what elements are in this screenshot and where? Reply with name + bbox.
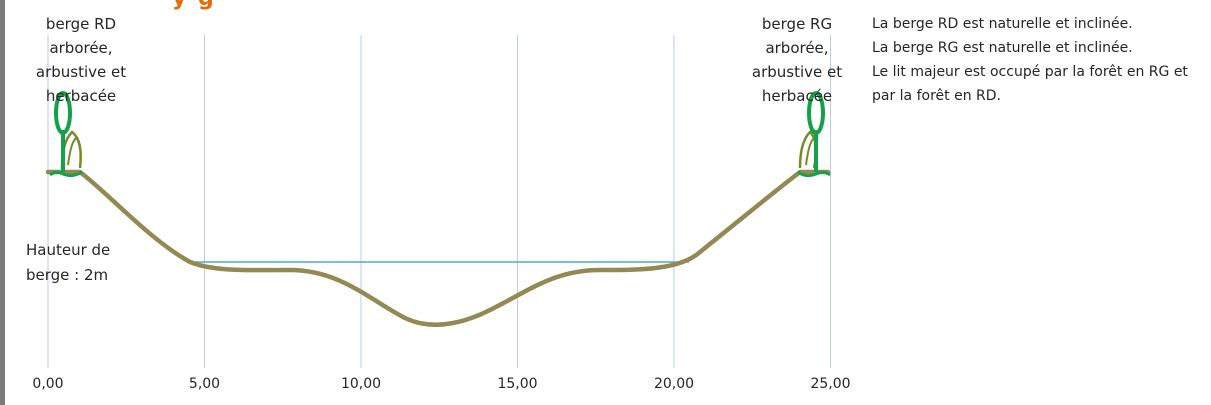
x-tick-label: 15,00 bbox=[497, 376, 537, 392]
grass-icon bbox=[797, 170, 831, 178]
x-tick-label: 25,00 bbox=[810, 376, 850, 392]
bank-rd-label: berge RD arborée, arbustive et herbacée bbox=[35, 15, 127, 105]
description-line: Le lit majeur est occupé par la forêt en… bbox=[872, 64, 1188, 104]
x-tick-label: 0,00 bbox=[32, 376, 63, 392]
description-text: La berge RD est naturelle et inclinée. L… bbox=[872, 12, 1202, 108]
river-profile bbox=[45, 169, 831, 327]
left-bank-vegetation bbox=[49, 91, 83, 178]
x-tick-label: 10,00 bbox=[341, 376, 381, 392]
x-tick-label: 5,00 bbox=[189, 376, 220, 392]
bank-rg-label: berge RG arborée, arbustive et herbacée bbox=[751, 15, 843, 105]
grass-icon bbox=[49, 170, 83, 178]
x-axis-tick-labels: 0,00 5,00 10,00 15,00 20,00 25,00 bbox=[32, 376, 850, 392]
grid-lines bbox=[47, 35, 831, 368]
frame-border bbox=[0, 0, 5, 405]
tree-icon bbox=[54, 91, 72, 172]
description-line: La berge RD est naturelle et inclinée. bbox=[872, 16, 1133, 32]
description-line: La berge RG est naturelle et inclinée. bbox=[872, 40, 1133, 56]
title-fragment: y g bbox=[172, 0, 216, 11]
shrub-icon bbox=[798, 130, 818, 169]
x-tick-label: 20,00 bbox=[654, 376, 694, 392]
right-bank-vegetation bbox=[797, 91, 831, 178]
tree-icon bbox=[807, 91, 825, 172]
bank-height-label: Hauteur de berge : 2m bbox=[26, 241, 111, 284]
